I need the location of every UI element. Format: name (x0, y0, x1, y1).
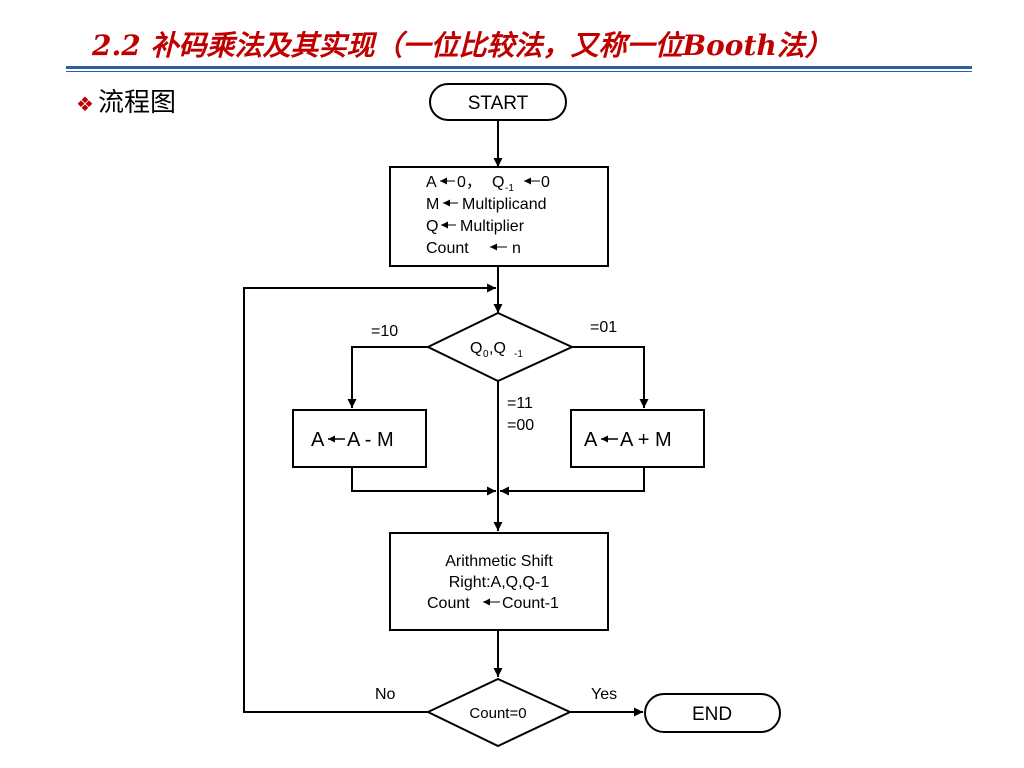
decision-q1-sub: -1 (514, 349, 523, 360)
init-reg-q2: Q (426, 218, 438, 235)
end-check-label: Count=0 (469, 705, 526, 722)
init-process-box: A 0， Q -1 0 M Multiplicand Q Multiplier … (389, 166, 609, 267)
arrow-decision-to-add (572, 346, 649, 408)
subtract-process-box: A A - M (292, 409, 427, 468)
arrow-loop-back (243, 283, 496, 713)
init-val-a: 0， (457, 174, 482, 191)
init-reg-m: M (426, 196, 439, 213)
start-terminal: START (429, 83, 567, 121)
end-terminal: END (644, 693, 781, 733)
subtract-rhs: A - M (347, 429, 394, 451)
decision-sep: ,Q (489, 340, 506, 357)
subtract-lhs: A (311, 429, 325, 451)
edge-label-10: =10 (371, 323, 398, 340)
arrow-add-to-merge (500, 467, 645, 496)
title-underline-thin (66, 71, 972, 72)
init-line-4: Count n (426, 240, 521, 257)
edge-label-11: =11 (507, 395, 533, 412)
init-val-q2: Multiplier (460, 218, 525, 235)
decision-q0: Q (470, 340, 482, 357)
decision-q0-sub: 0 (483, 349, 489, 360)
init-val-m: Multiplicand (462, 196, 546, 213)
edge-label-yes: Yes (591, 686, 617, 703)
init-line-3: Q Multiplier (426, 218, 525, 235)
edge-label-00: =00 (507, 417, 534, 434)
end-label: END (692, 704, 732, 725)
edge-label-no: No (375, 686, 396, 703)
arrow-decision-to-subtract (347, 346, 428, 408)
end-check-decision: Count=0 (425, 677, 573, 748)
add-rhs: A + M (620, 429, 672, 451)
init-reg-q-sub: -1 (505, 183, 514, 194)
shift-count-rhs: Count-1 (502, 595, 559, 612)
start-label: START (468, 93, 529, 114)
arrow-subtract-to-merge (351, 467, 496, 496)
init-reg-count: Count (426, 240, 469, 257)
init-val-count: n (512, 240, 521, 257)
init-line-1: A 0， Q -1 0 (426, 174, 550, 194)
init-val-q: 0 (541, 174, 550, 191)
page-title: 2.2 补码乘法及其实现（一位比较法，又称一位Booth法） (92, 29, 833, 62)
edge-label-01: =01 (590, 319, 617, 336)
shift-line-1: Arithmetic Shift (445, 553, 553, 570)
init-line-2: M Multiplicand (426, 196, 546, 213)
diamond-cluster-icon: ❖ (76, 92, 94, 116)
init-reg-a: A (426, 174, 437, 191)
booth-decision: Q 0 ,Q -1 (425, 311, 575, 383)
init-reg-q: Q (492, 174, 504, 191)
section-label: 流程图 (97, 88, 176, 118)
shift-line-2: Right:A,Q,Q-1 (449, 574, 550, 591)
section-heading: ❖流程图 (76, 82, 176, 119)
shift-count-lhs: Count (427, 595, 470, 612)
connectors (243, 120, 649, 717)
add-process-box: A A + M (570, 409, 705, 468)
shift-process-box: Arithmetic Shift Right:A,Q,Q-1 Count Cou… (389, 532, 609, 631)
add-lhs: A (584, 429, 598, 451)
title-underline (66, 66, 972, 69)
